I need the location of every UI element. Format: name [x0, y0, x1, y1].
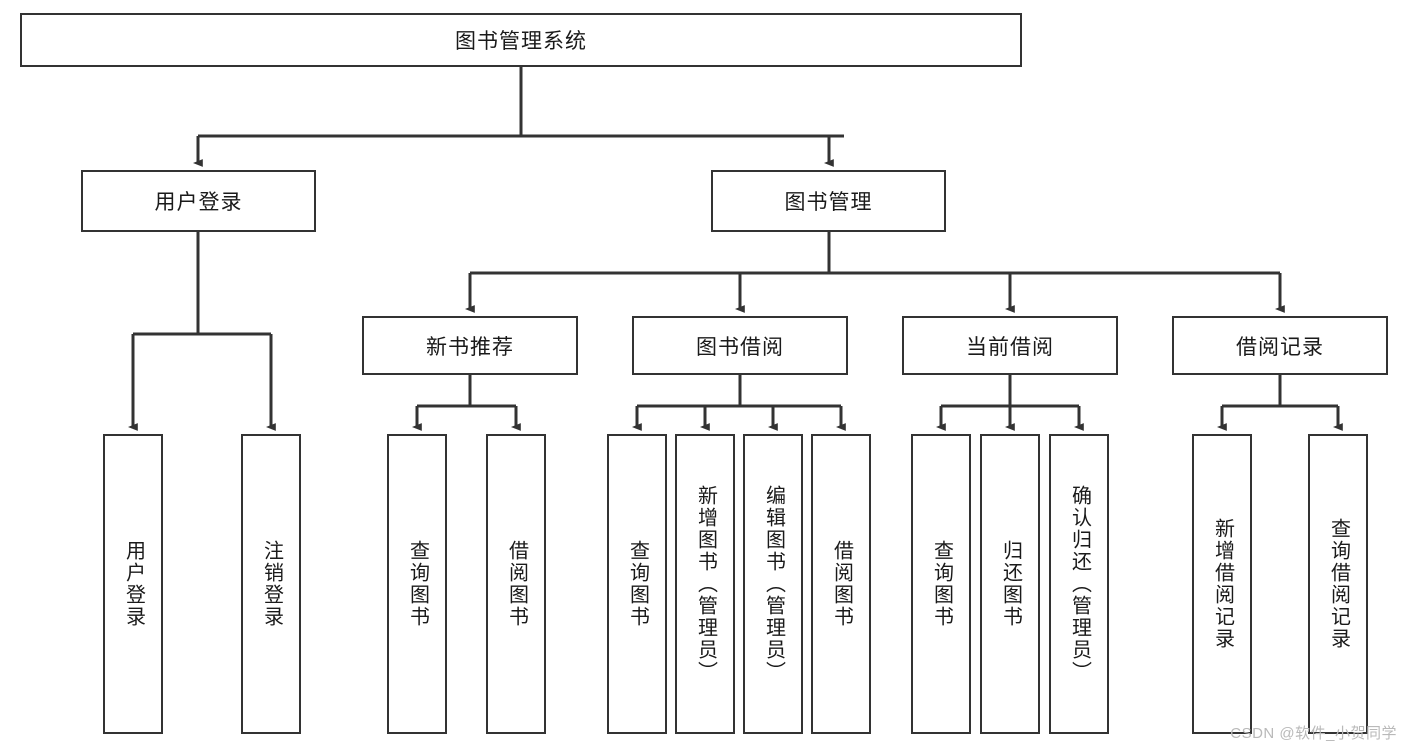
node-label: 图书借阅: [696, 335, 784, 359]
node-label: 当前借阅: [966, 335, 1054, 359]
node-book-borrowing[interactable]: 图书借阅: [632, 316, 848, 375]
leaf-current-borrow-query-books[interactable]: 查询图书: [911, 434, 971, 734]
node-label: 确认归还（管理员）: [1068, 485, 1091, 683]
node-label: 编辑图书（管理员）: [762, 485, 785, 683]
node-label: 用户登录: [122, 540, 145, 628]
node-label: 查询图书: [930, 540, 953, 628]
node-label: 借阅图书: [830, 540, 853, 628]
leaf-user-login-logout[interactable]: 注销登录: [241, 434, 301, 734]
node-new-book-recommendation[interactable]: 新书推荐: [362, 316, 578, 375]
node-root-book-management-system[interactable]: 图书管理系统: [20, 13, 1022, 67]
node-label: 查询借阅记录: [1327, 518, 1350, 650]
leaf-book-borrow-query-books[interactable]: 查询图书: [607, 434, 667, 734]
leaf-book-borrow-add-book-admin[interactable]: 新增图书（管理员）: [675, 434, 735, 734]
node-book-management[interactable]: 图书管理: [711, 170, 946, 232]
node-label: 用户登录: [154, 191, 243, 214]
node-label: 新增图书（管理员）: [694, 485, 717, 683]
leaf-current-borrow-return-books[interactable]: 归还图书: [980, 434, 1040, 734]
node-user-login[interactable]: 用户登录: [81, 170, 316, 232]
leaf-book-borrow-borrow-books[interactable]: 借阅图书: [811, 434, 871, 734]
leaf-user-login-login[interactable]: 用户登录: [103, 434, 163, 734]
node-label: 借阅记录: [1236, 335, 1324, 359]
leaf-new-book-query-books[interactable]: 查询图书: [387, 434, 447, 734]
node-label: 图书管理系统: [455, 30, 587, 53]
leaf-book-borrow-edit-book-admin[interactable]: 编辑图书（管理员）: [743, 434, 803, 734]
leaf-current-borrow-confirm-return-admin[interactable]: 确认归还（管理员）: [1049, 434, 1109, 734]
node-label: 图书管理: [784, 191, 873, 214]
node-label: 新增借阅记录: [1211, 518, 1234, 650]
node-borrowing-record[interactable]: 借阅记录: [1172, 316, 1388, 375]
node-label: 归还图书: [999, 540, 1022, 628]
node-label: 注销登录: [260, 540, 283, 628]
node-current-borrowing[interactable]: 当前借阅: [902, 316, 1118, 375]
node-label: 新书推荐: [426, 335, 514, 359]
node-label: 查询图书: [626, 540, 649, 628]
leaf-new-book-borrow-books[interactable]: 借阅图书: [486, 434, 546, 734]
node-label: 查询图书: [406, 540, 429, 628]
leaf-borrow-record-query-record[interactable]: 查询借阅记录: [1308, 434, 1368, 734]
leaf-borrow-record-add-record[interactable]: 新增借阅记录: [1192, 434, 1252, 734]
csdn-watermark: CSDN @软件_小贺同学: [1230, 725, 1397, 742]
node-label: 借阅图书: [505, 540, 528, 628]
